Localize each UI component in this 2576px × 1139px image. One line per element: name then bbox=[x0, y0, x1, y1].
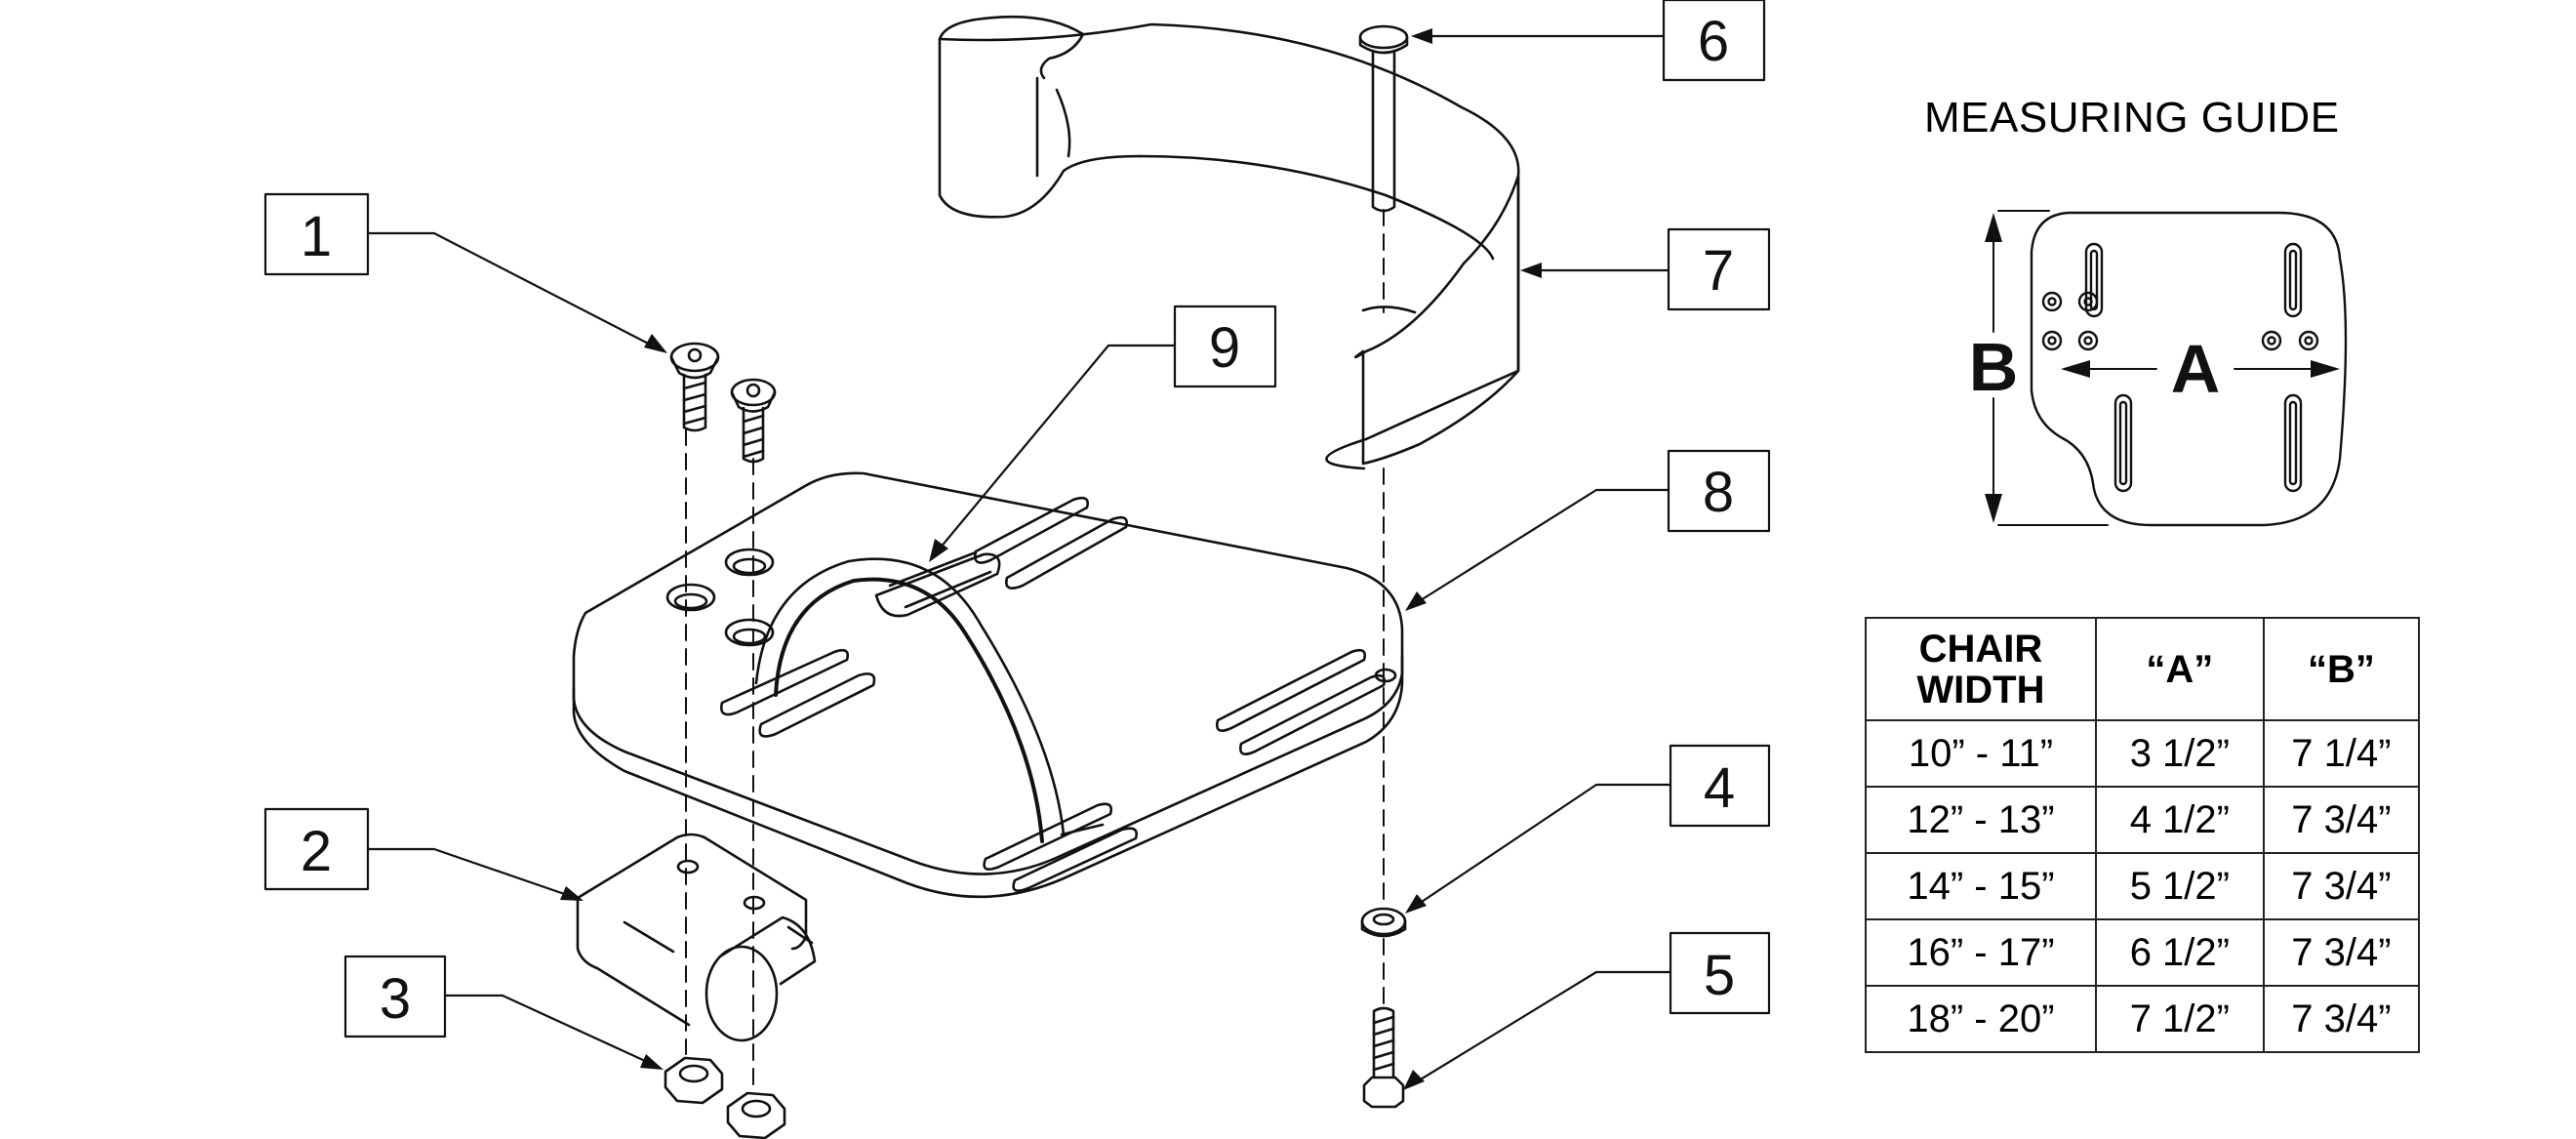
header-b: “B” bbox=[2262, 617, 2421, 721]
screw-2 bbox=[730, 378, 777, 464]
calf-strap bbox=[938, 15, 1520, 470]
cell-a: 6 1/2” bbox=[2094, 918, 2265, 987]
screw-1 bbox=[669, 342, 720, 432]
callout-box-5 bbox=[1669, 931, 1771, 1015]
clamp bbox=[576, 833, 817, 1042]
header-a: “A” bbox=[2094, 617, 2265, 721]
arrowheads bbox=[560, 28, 1542, 1090]
callout-numbers: 1 2 3 4 5 6 7 8 9 bbox=[301, 10, 1735, 1031]
bolt bbox=[1362, 1006, 1405, 1109]
callout-box-3 bbox=[343, 955, 447, 1038]
callout-5: 5 bbox=[1704, 944, 1735, 1007]
callout-box-8 bbox=[1667, 449, 1771, 533]
cell-a: 5 1/2” bbox=[2094, 852, 2265, 920]
callout-box-9 bbox=[1173, 305, 1277, 388]
assembly-centerlines bbox=[685, 209, 1385, 1094]
table-row: 16” - 17” 6 1/2” 7 3/4” bbox=[1865, 918, 2421, 987]
table-row: 18” - 20” 7 1/2” 7 3/4” bbox=[1865, 985, 2421, 1053]
callout-9: 9 bbox=[1209, 316, 1240, 380]
dimension-b bbox=[1985, 210, 2109, 526]
leader-lines bbox=[366, 34, 1672, 1087]
cell-b: 7 3/4” bbox=[2262, 918, 2421, 987]
cell-b: 7 1/4” bbox=[2262, 719, 2421, 788]
pin bbox=[1358, 24, 1409, 213]
table-row: 10” - 11” 3 1/2” 7 1/4” bbox=[1865, 719, 2421, 788]
table-row: 12” - 13” 4 1/2” 7 3/4” bbox=[1865, 786, 2421, 854]
chair-width-table: CHAIR WIDTH “A” “B” 10” - 11” 3 1/2” 7 1… bbox=[1865, 617, 2421, 1053]
callout-7: 7 bbox=[1703, 239, 1734, 303]
callout-8: 8 bbox=[1703, 461, 1734, 524]
cell-width: 14” - 15” bbox=[1865, 852, 2097, 920]
cell-b: 7 3/4” bbox=[2262, 852, 2421, 920]
nut-1 bbox=[664, 1056, 724, 1105]
cell-width: 18” - 20” bbox=[1865, 985, 2097, 1053]
callout-box-7 bbox=[1667, 227, 1771, 311]
callout-box-2 bbox=[263, 807, 370, 891]
header-chair-width: CHAIR WIDTH bbox=[1865, 617, 2097, 721]
cell-b: 7 3/4” bbox=[2262, 786, 2421, 854]
measuring-guide-plate bbox=[2030, 211, 2348, 527]
callout-2: 2 bbox=[301, 820, 332, 883]
washer bbox=[1360, 907, 1407, 938]
table-row: 14” - 15” 5 1/2” 7 3/4” bbox=[1865, 852, 2421, 920]
callout-box-6 bbox=[1662, 0, 1766, 82]
callout-box-4 bbox=[1669, 744, 1771, 828]
table-header-row: CHAIR WIDTH “A” “B” bbox=[1865, 617, 2421, 721]
cell-width: 12” - 13” bbox=[1865, 786, 2097, 854]
callout-boxes bbox=[263, 0, 1771, 1038]
nut-2 bbox=[726, 1091, 786, 1139]
cell-width: 10” - 11” bbox=[1865, 719, 2097, 788]
callout-6: 6 bbox=[1698, 10, 1729, 73]
cell-b: 7 3/4” bbox=[2262, 985, 2421, 1053]
cell-width: 16” - 17” bbox=[1865, 918, 2097, 987]
measuring-guide-title: MEASURING GUIDE bbox=[1924, 94, 2340, 142]
callout-4: 4 bbox=[1704, 756, 1735, 820]
footplate bbox=[572, 471, 1404, 899]
dimension-a-label: A bbox=[2171, 331, 2221, 407]
cell-a: 4 1/2” bbox=[2094, 786, 2265, 854]
cell-a: 7 1/2” bbox=[2094, 985, 2265, 1053]
dimension-a bbox=[2061, 360, 2340, 378]
plate-strap bbox=[754, 550, 1105, 843]
callout-3: 3 bbox=[380, 967, 411, 1031]
dimension-b-label: B bbox=[1969, 329, 2019, 405]
callout-box-1 bbox=[263, 192, 370, 276]
cell-a: 3 1/2” bbox=[2094, 719, 2265, 788]
callout-1: 1 bbox=[301, 205, 332, 268]
